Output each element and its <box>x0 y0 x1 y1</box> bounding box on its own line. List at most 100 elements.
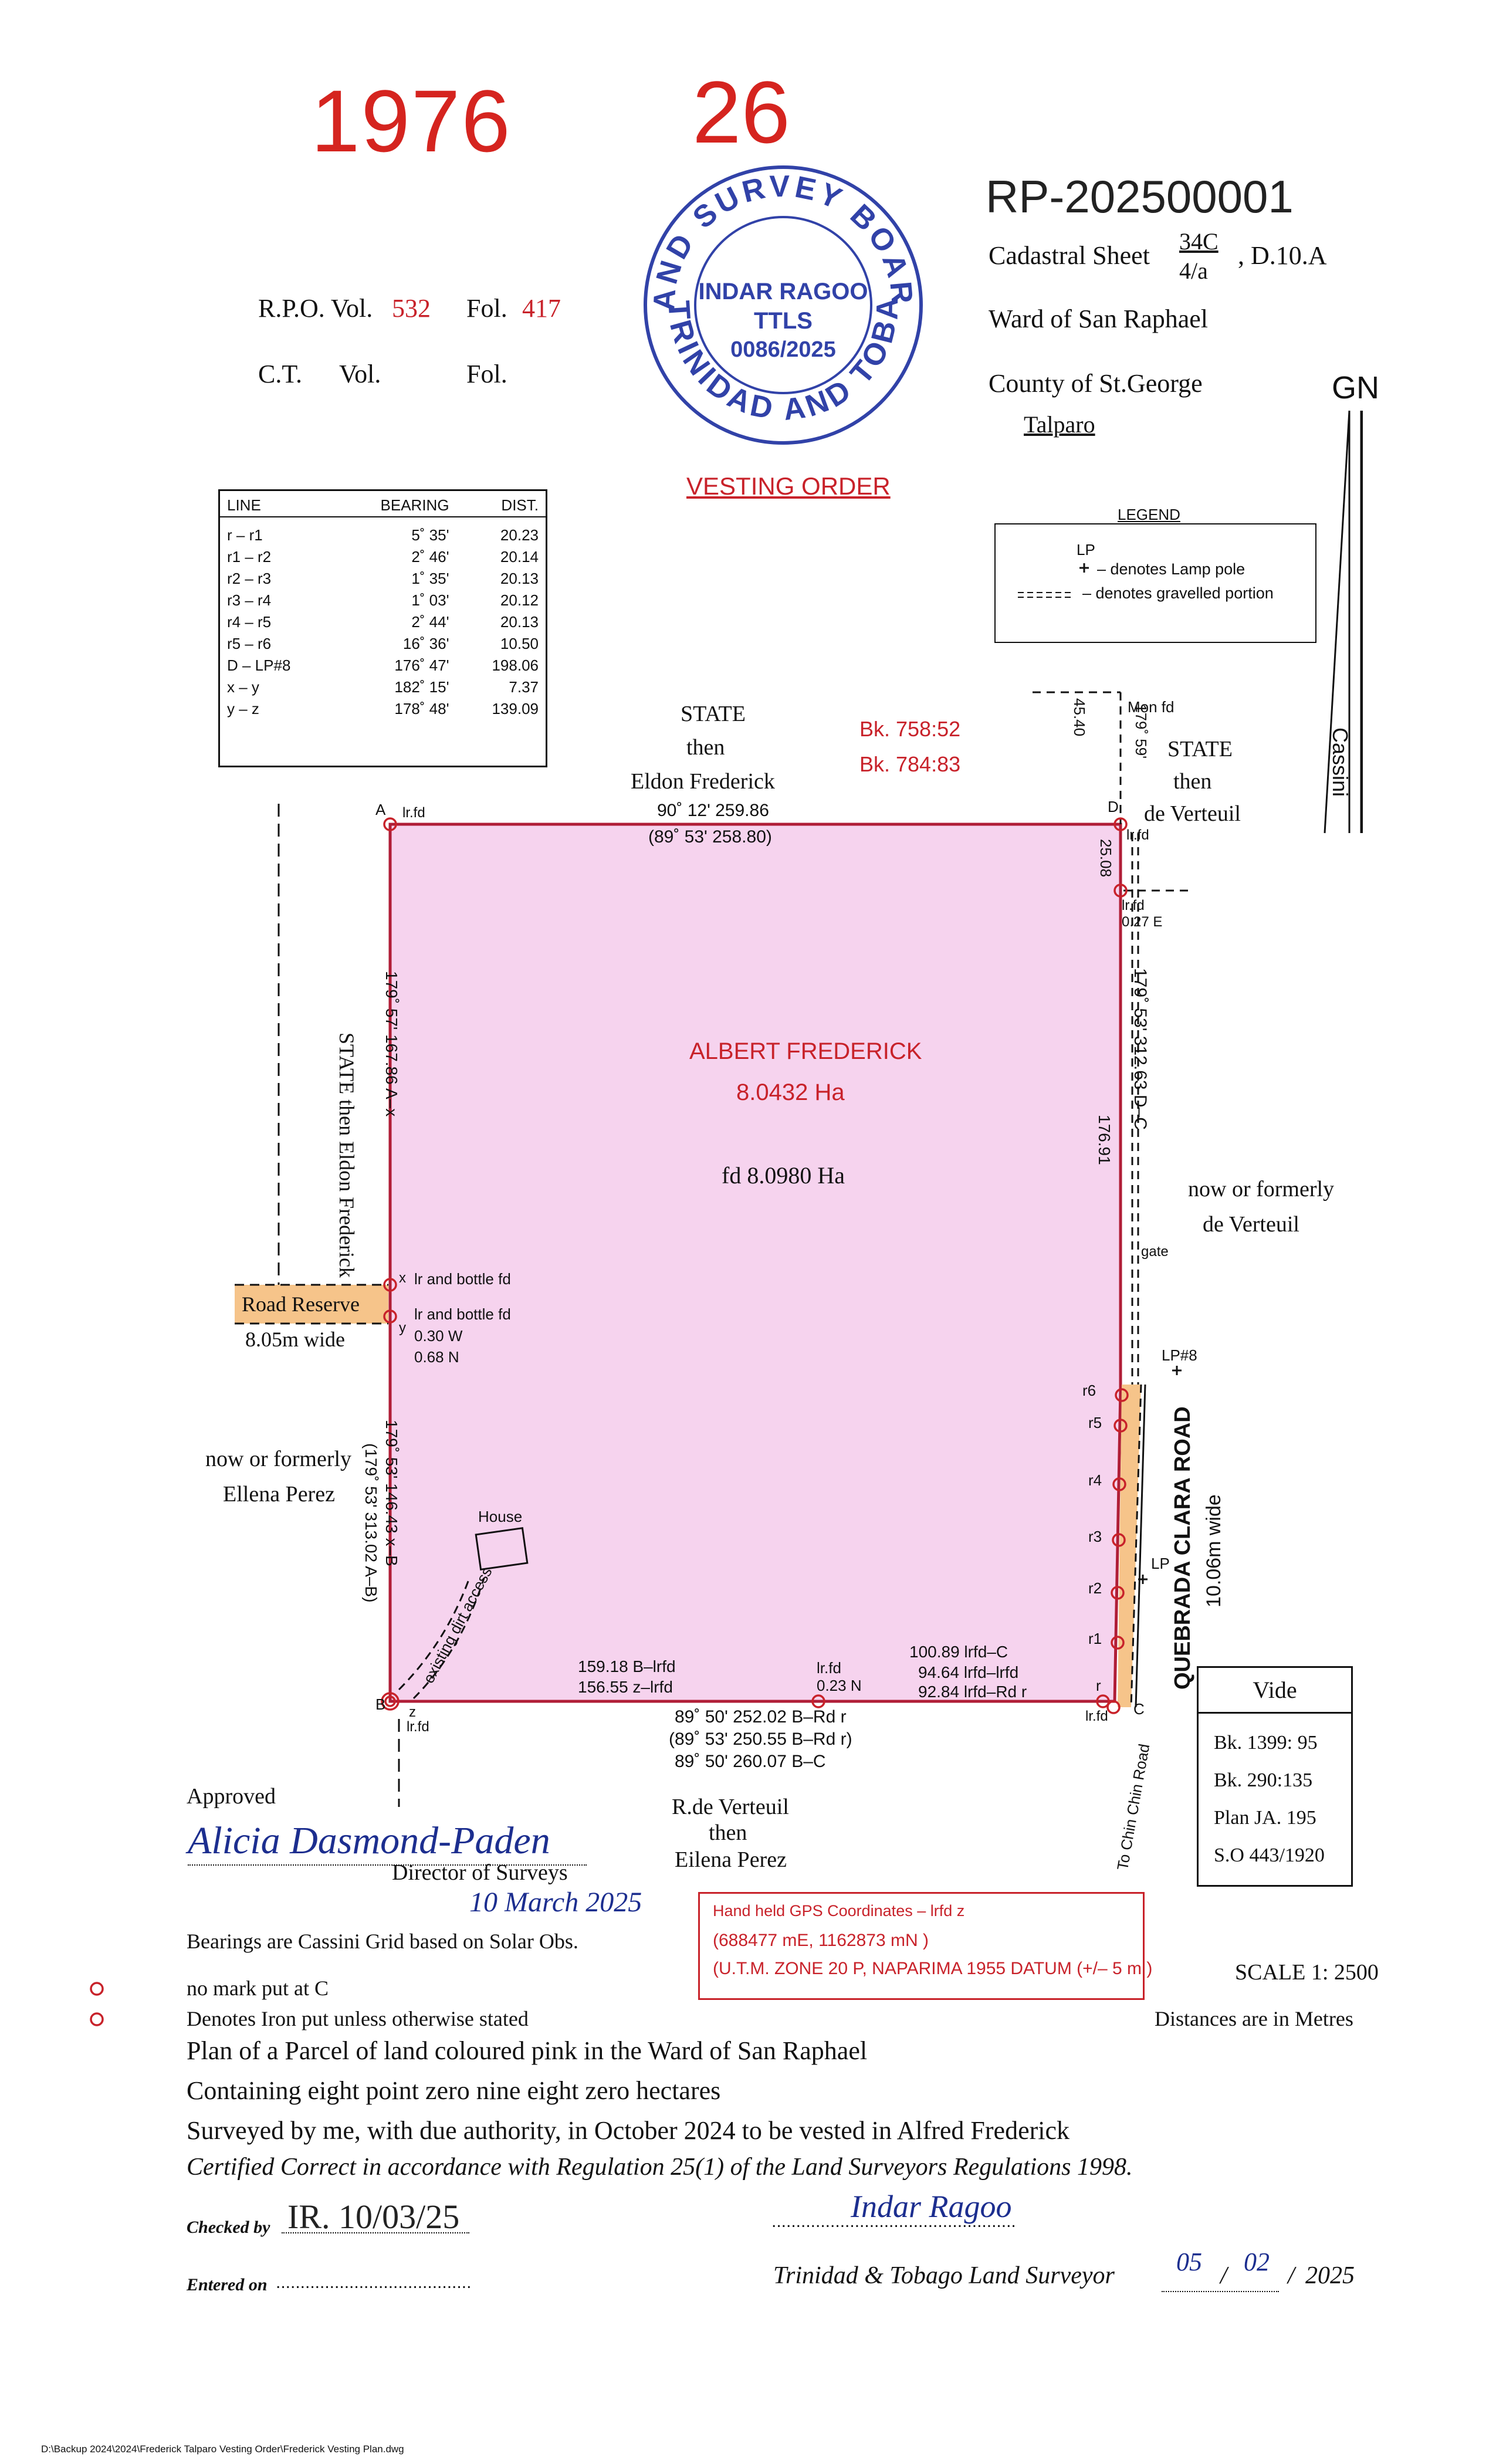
lamp-markers <box>1079 563 1182 1584</box>
ct-label: C.T. <box>258 360 302 388</box>
legend-gravel: – denotes gravelled portion <box>1082 584 1274 602</box>
east-bearing: 179˚ 53' 312.63 D–C <box>1131 968 1150 1130</box>
corner-c-lrfd: lr.fd <box>1085 1708 1108 1724</box>
vide-item: Bk. 290:135 <box>1214 1769 1313 1791</box>
lrfd-027-label: lr.fd <box>1122 898 1145 913</box>
vide-item: Bk. 1399: 95 <box>1214 1732 1318 1754</box>
file-path: D:\Backup 2024\2024\Frederick Talparo Ve… <box>41 2443 404 2455</box>
ad-bearing: 90˚ 12' 259.86 <box>657 801 769 820</box>
road-reserve-fill <box>235 1285 388 1324</box>
gate-label: gate <box>1141 1244 1169 1260</box>
lp8-label: LP#8 <box>1162 1346 1197 1364</box>
north-arrow <box>1324 410 1363 834</box>
north-label: GN <box>1332 370 1379 405</box>
checked-by-value: IR. 10/03/25 <box>287 2198 460 2236</box>
west-adjoining-1: now or formerly <box>205 1447 352 1471</box>
corner-d-label: D <box>1108 798 1119 815</box>
table-header: DIST. <box>501 496 539 514</box>
parcel-area: 8.0432 Ha <box>736 1079 845 1105</box>
y-offset-west: 0.30 W <box>414 1327 463 1345</box>
vide-box: Vide Bk. 1399: 95 Bk. 290:135 Plan JA. 1… <box>1197 1666 1353 1887</box>
gps-box: Hand held GPS Coordinates – lrfd z (6884… <box>698 1892 1153 2000</box>
north-adjoining-1: STATE <box>681 702 746 726</box>
r3-label: r3 <box>1088 1528 1102 1545</box>
z-label: z <box>409 1704 416 1720</box>
owner-name: ALBERT FREDERICK <box>689 1038 922 1064</box>
surveyor-date-day: 05 <box>1176 2248 1202 2276</box>
stamp-name: INDAR RAGOO <box>698 279 868 304</box>
lrfd-lrfd-dist: 94.64 lrfd–lrfd <box>918 1663 1019 1681</box>
vesting-order-title: VESTING ORDER <box>686 472 891 500</box>
west-adjoining-2: Ellena Perez <box>223 1482 335 1507</box>
scale-label: SCALE 1: 2500 <box>1235 1960 1379 1985</box>
west-adjoining-state: STATE then Eldon Frederick <box>335 1033 358 1278</box>
ct-vol-label: Vol. <box>339 360 381 388</box>
entered-on-label: Entered on <box>187 2275 268 2294</box>
lrfd-023-offset: 0.23 N <box>817 1677 862 1694</box>
r6-label: r6 <box>1082 1382 1096 1399</box>
rpo-fol: 417 <box>522 294 561 323</box>
west-bottom-bearing-bracket: (179˚ 53' 313.02 A–B) <box>362 1443 380 1603</box>
cadastral-sheet-suffix: , D.10.A <box>1238 241 1327 270</box>
road-name-quebrada: QUEBRADA CLARA ROAD <box>1170 1406 1195 1690</box>
stamp-title: TTLS <box>754 308 813 334</box>
south-bearing-1: 89˚ 50' 252.02 B–Rd r <box>675 1707 847 1727</box>
r2-label: r2 <box>1088 1579 1102 1597</box>
dirt-access-path <box>398 1578 471 1691</box>
land-survey-board-stamp: LAND SURVEY BOARD OF TRINIDAD AND TOBAGO… <box>626 134 927 449</box>
description-line-1: Plan of a Parcel of land coloured pink i… <box>187 2036 868 2065</box>
rp-number: RP-202500001 <box>986 171 1294 222</box>
date-dotline <box>1162 2291 1279 2292</box>
c-lrfd-dist: 100.89 lrfd–C <box>909 1643 1008 1661</box>
table-header: LINE <box>227 496 261 514</box>
bk-reference-2: Bk. 784:83 <box>859 752 961 776</box>
east-dist-45: 45.40 <box>1071 698 1088 737</box>
cadastral-sheet-label: Cadastral Sheet <box>989 241 1150 270</box>
checked-by-label: Checked by <box>187 2218 270 2237</box>
east-dist-25: 25.08 <box>1097 839 1115 878</box>
north-adjoining-2: then <box>686 735 725 760</box>
road-reserve-label: Road Reserve <box>242 1292 360 1316</box>
mon-fd-label: Mon fd <box>1128 698 1175 716</box>
south-adjoining-1: R.de Verteuil <box>672 1795 789 1819</box>
gps-line-3: (U.T.M. ZONE 20 P, NAPARIMA 1955 DATUM (… <box>713 1959 1153 1978</box>
y-note: lr and bottle fd <box>414 1305 511 1323</box>
legend-lamp: – denotes Lamp pole <box>1097 560 1245 578</box>
certification-note: Certified Correct in accordance with Reg… <box>187 2154 1133 2181</box>
south-adjoining-3: Eilena Perez <box>675 1847 787 1872</box>
surveyor-sig-dots: ........................................… <box>771 2212 1016 2231</box>
cadastral-sheet-den: 4/a <box>1179 258 1208 284</box>
r1-label: r1 <box>1088 1630 1102 1647</box>
ne-adjoining-1: STATE <box>1167 737 1233 761</box>
description-line-3: Surveyed by me, with due authority, in O… <box>187 2116 1070 2145</box>
folio-number: 26 <box>692 63 790 161</box>
house-label: House <box>478 1508 523 1525</box>
ward-name: Ward of San Raphael <box>989 304 1208 333</box>
year-number: 1976 <box>311 72 512 170</box>
y-label: y <box>399 1320 406 1336</box>
iron-note: Denotes Iron put unless otherwise stated <box>187 2007 529 2030</box>
corner-markers <box>90 817 1129 2026</box>
east-bearing-a: 179˚ 59' <box>1132 704 1150 759</box>
corner-c-label: C <box>1133 1700 1145 1718</box>
district-name: Talparo <box>1024 411 1095 438</box>
x-note: lr and bottle fd <box>414 1270 511 1288</box>
b-lrfd-dist: 159.18 B–lrfd <box>578 1657 676 1676</box>
r5-label: r5 <box>1088 1414 1102 1431</box>
south-bearing-2: (89˚ 53' 250.55 B–Rd r) <box>669 1729 852 1749</box>
director-signature: Alicia Dasmond-Paden <box>188 1819 550 1862</box>
county-name: County of St.George <box>989 369 1203 398</box>
vide-title: Vide <box>1253 1677 1297 1703</box>
surveyor-date-month: 02 <box>1244 2248 1270 2276</box>
distances-note: Distances are in Metres <box>1155 2007 1353 2030</box>
description-line-2: Containing eight point zero nine eight z… <box>187 2076 721 2105</box>
